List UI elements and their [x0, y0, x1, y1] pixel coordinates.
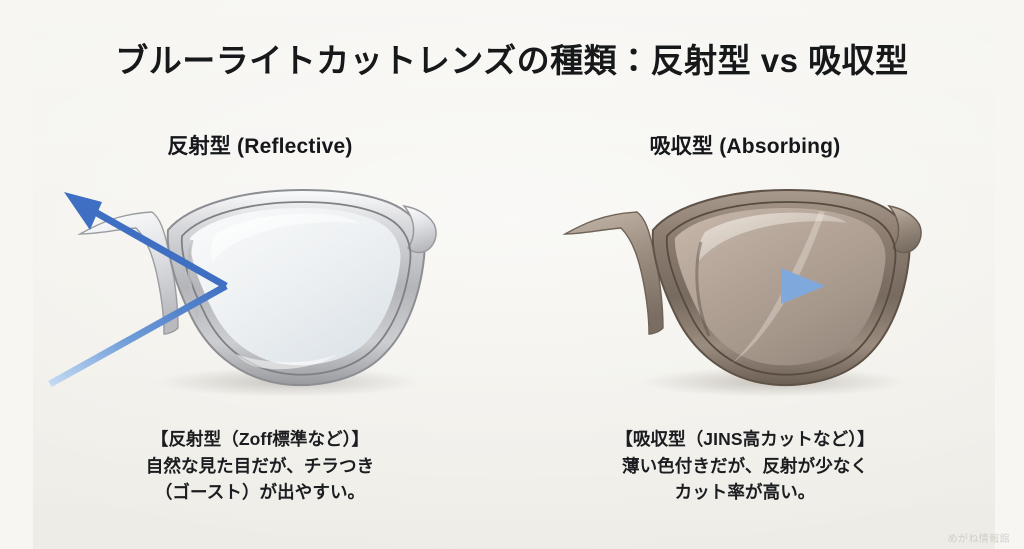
- panel-heading-reflective: 反射型 (Reflective): [167, 135, 353, 158]
- caption-line: 自然な見た目だが、チラつき: [145, 455, 375, 476]
- hinge-endpiece: [402, 204, 437, 254]
- caption-absorbing: 【吸収型（JINS高カットなど）】 薄い色付きだが、反射が少なく カット率が高い…: [525, 426, 965, 506]
- temple-arm: [562, 211, 664, 335]
- caption-line: 【吸収型（JINS高カットなど）】: [615, 429, 875, 449]
- illustration-reflective: [40, 168, 480, 418]
- panel-reflective: 反射型 (Reflective): [40, 130, 480, 530]
- page-title: ブルーライトカットレンズの種類：反射型 vs 吸収型: [115, 42, 909, 79]
- reflected-ray-arrowhead: [64, 192, 102, 230]
- reflected-ray-up: [86, 204, 228, 290]
- lens-clear: [189, 208, 401, 366]
- illustration-absorbing: [525, 168, 965, 418]
- caption-line: カット率が高い。: [674, 482, 816, 503]
- panel-absorbing: 吸収型 (Absorbing): [525, 130, 965, 530]
- lens-highlight-secondary: [236, 354, 338, 370]
- caption-line: 薄い色付きだが、反射が少なく: [621, 455, 869, 476]
- caption-reflective: 【反射型（Zoff標準など）】 自然な見た目だが、チラつき （ゴースト）が出やす…: [40, 426, 480, 506]
- panel-heading-absorbing: 吸収型 (Absorbing): [649, 135, 841, 158]
- lens-highlight: [698, 212, 847, 261]
- right-edge-band: [995, 0, 1024, 549]
- caption-line: 【反射型（Zoff標準など）】: [150, 429, 370, 449]
- lens-highlight-sweep: [731, 211, 825, 364]
- hinge-endpiece: [887, 204, 922, 254]
- caption-line: （ゴースト）が出やすい。: [154, 482, 366, 503]
- frame-rim-inner: [665, 201, 897, 376]
- nose-bridge: [187, 239, 200, 319]
- lens-highlight: [211, 213, 360, 262]
- watermark: めがね情報館: [947, 534, 1010, 545]
- reflected-ray-down: [48, 282, 228, 388]
- frame-rim-inner: [180, 201, 412, 376]
- left-edge-band: [0, 0, 33, 549]
- through-ray-arrowhead: [781, 268, 825, 304]
